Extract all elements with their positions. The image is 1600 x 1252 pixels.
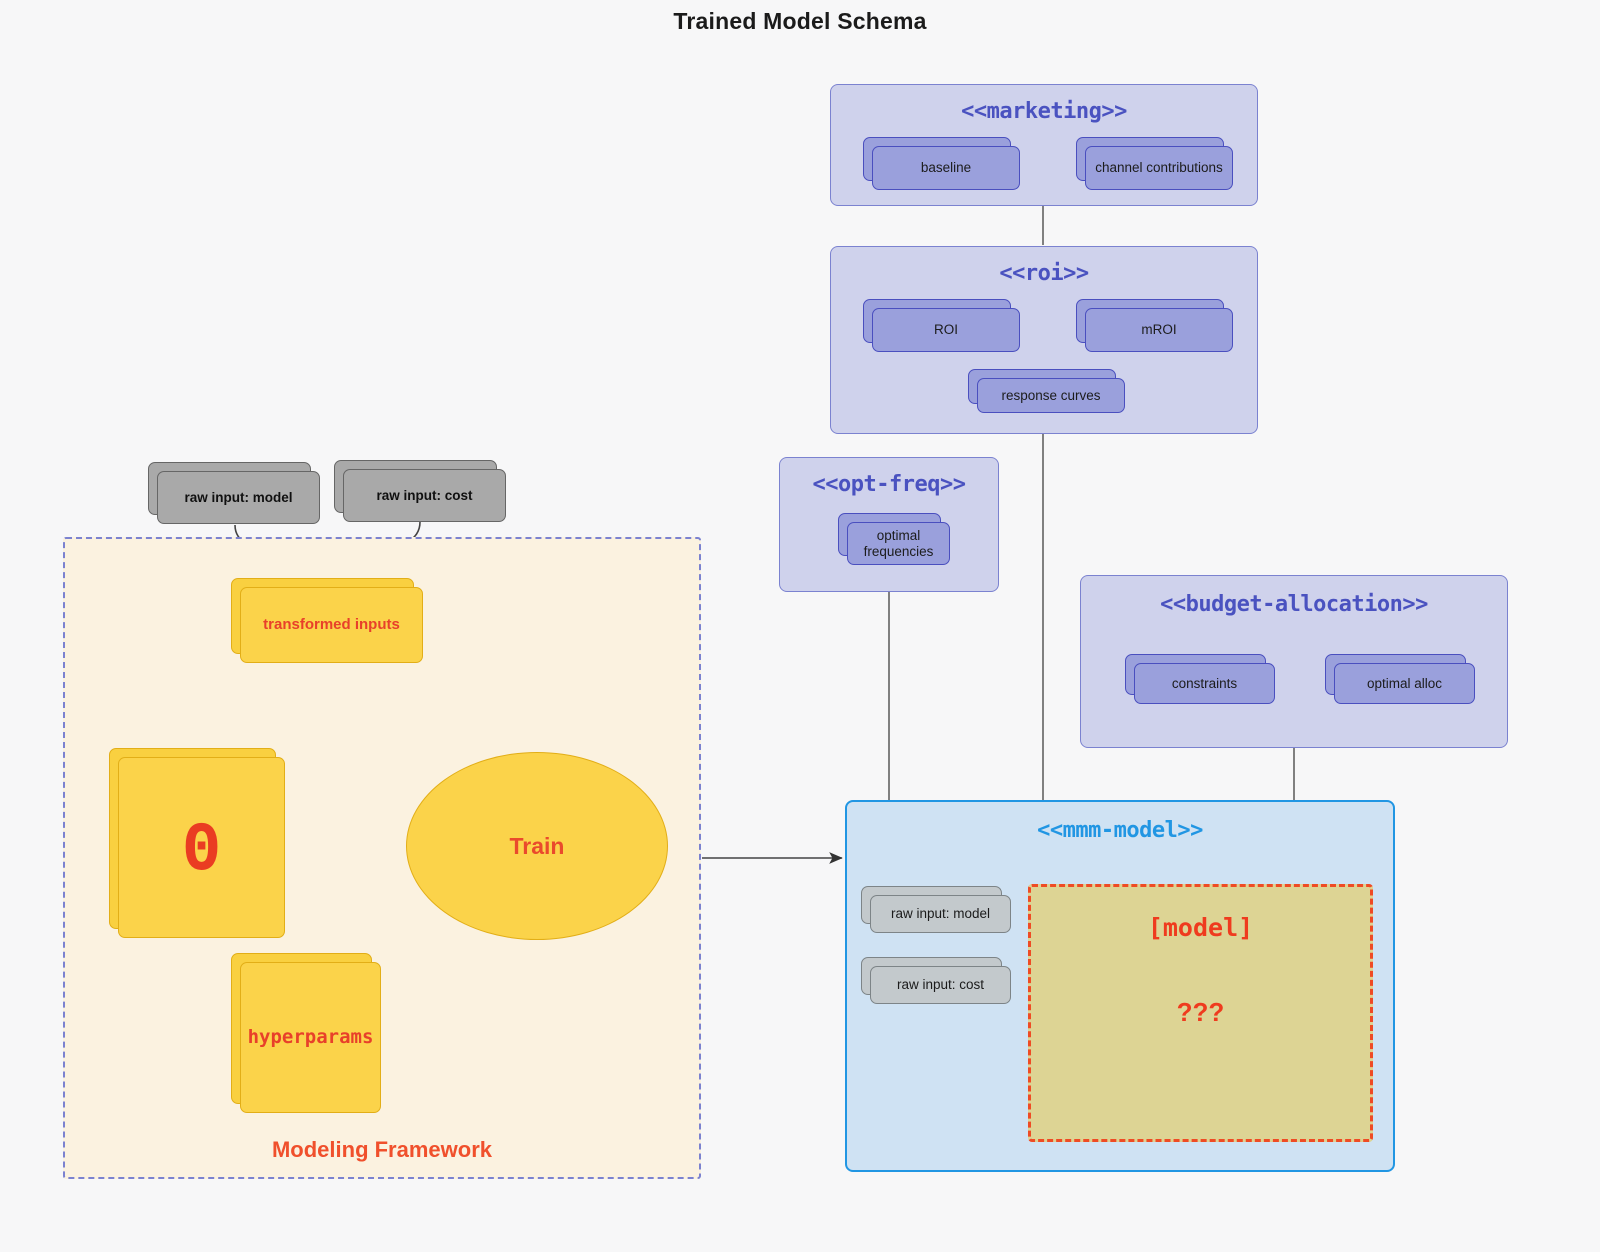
- node-hyperparams[interactable]: hyperparams: [231, 953, 381, 1113]
- node-mmm-raw-input-cost-label: raw input: cost: [870, 966, 1011, 1004]
- node-raw-input-cost[interactable]: raw input: cost: [334, 460, 506, 522]
- node-raw-input-model-label: raw input: model: [157, 471, 320, 524]
- node-roi-label: ROI: [872, 308, 1020, 352]
- opt-freq-line-1: optimal: [876, 527, 921, 543]
- node-optimal-alloc[interactable]: optimal alloc: [1325, 654, 1475, 704]
- node-constraints[interactable]: constraints: [1125, 654, 1275, 704]
- train-activity[interactable]: Train: [406, 752, 668, 940]
- node-theta-inner: Θ: [118, 757, 285, 938]
- modeling-framework-label: Modeling Framework: [271, 1137, 493, 1162]
- node-optimal-frequencies-label: optimal frequencies: [847, 522, 950, 565]
- package-marketing-title: <<marketing>>: [961, 99, 1127, 124]
- node-mmm-raw-input-model[interactable]: raw input: model: [861, 886, 1011, 933]
- node-channel-contributions[interactable]: channel contributions: [1076, 137, 1233, 190]
- package-marketing[interactable]: <<marketing>> baseline channel contribut…: [830, 84, 1258, 206]
- page-title: Trained Model Schema: [673, 8, 927, 34]
- node-response-curves[interactable]: response curves: [968, 369, 1125, 413]
- node-roi[interactable]: ROI: [863, 299, 1020, 352]
- node-mroi[interactable]: mROI: [1076, 299, 1233, 352]
- model-placeholder-box[interactable]: [model] ???: [1028, 884, 1373, 1142]
- node-baseline-label: baseline: [872, 146, 1020, 190]
- node-theta[interactable]: Θ: [109, 748, 285, 938]
- node-optimal-alloc-label: optimal alloc: [1334, 663, 1475, 704]
- package-budget-allocation[interactable]: <<budget-allocation>> constraints optima…: [1080, 575, 1508, 748]
- node-mroi-label: mROI: [1085, 308, 1233, 352]
- node-channel-contributions-label: channel contributions: [1085, 146, 1233, 190]
- package-mmm-model[interactable]: <<mmm-model>> raw input: model raw input…: [845, 800, 1395, 1172]
- node-transformed-inputs-label: transformed inputs: [240, 587, 423, 663]
- node-mmm-raw-input-model-label: raw input: model: [870, 895, 1011, 933]
- package-opt-freq[interactable]: <<opt-freq>> optimal frequencies: [779, 457, 999, 592]
- node-response-curves-label: response curves: [977, 378, 1125, 413]
- train-label: Train: [509, 832, 565, 859]
- model-unknown-label: ???: [1176, 997, 1225, 1027]
- package-opt-freq-title: <<opt-freq>>: [812, 472, 966, 497]
- package-roi[interactable]: <<roi>> ROI mROI response curves: [830, 246, 1258, 434]
- node-raw-input-cost-label: raw input: cost: [343, 469, 506, 522]
- node-raw-input-model[interactable]: raw input: model: [148, 462, 320, 524]
- package-budget-allocation-title: <<budget-allocation>>: [1160, 592, 1428, 617]
- theta-symbol: Θ: [182, 810, 221, 884]
- package-roi-title: <<roi>>: [999, 261, 1089, 286]
- node-constraints-label: constraints: [1134, 663, 1275, 704]
- node-transformed-inputs[interactable]: transformed inputs: [231, 578, 423, 663]
- opt-freq-line-2: frequencies: [863, 543, 934, 559]
- model-placeholder-label: [model]: [1147, 913, 1254, 942]
- node-baseline[interactable]: baseline: [863, 137, 1020, 190]
- node-optimal-frequencies[interactable]: optimal frequencies: [838, 513, 950, 565]
- node-hyperparams-label: hyperparams: [240, 962, 381, 1113]
- node-mmm-raw-input-cost[interactable]: raw input: cost: [861, 957, 1011, 1004]
- package-mmm-model-title: <<mmm-model>>: [1037, 818, 1203, 843]
